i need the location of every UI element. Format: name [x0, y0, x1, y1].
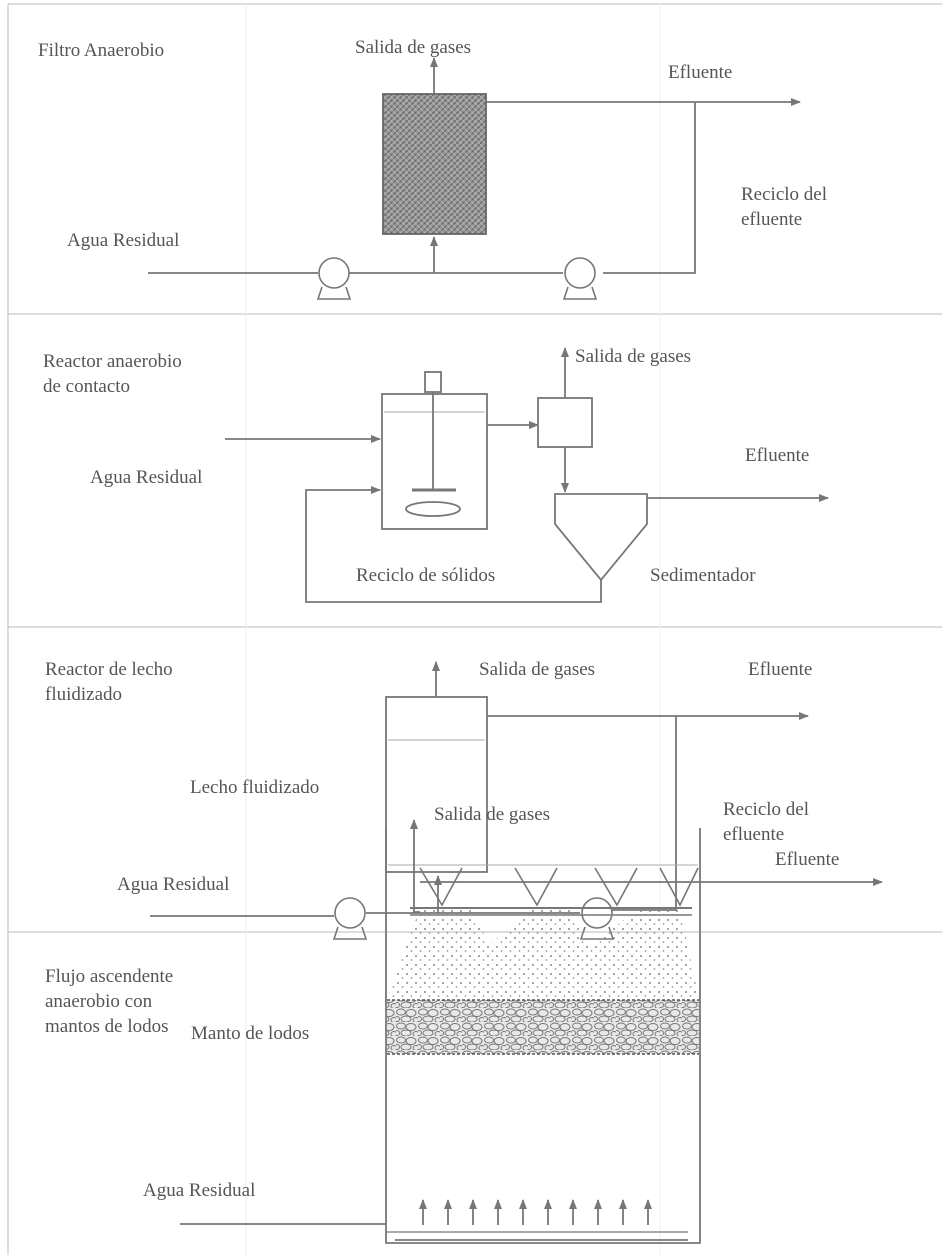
- fluidized-bed-column: [385, 696, 488, 873]
- mixer-motor: [424, 371, 442, 393]
- panel-title-line: Reactor anaerobio: [43, 351, 182, 372]
- gas-outlet-label: Salida de gases: [355, 37, 472, 58]
- uasb-reactor-walls: [385, 828, 701, 1244]
- effluent-recycle-line: [601, 716, 677, 911]
- panel-title-line: de contacto: [43, 376, 131, 397]
- panel-contact-reactor: [225, 347, 829, 603]
- recycle-label-line: Reciclo del: [741, 184, 827, 205]
- effluent-label: Efluente: [748, 659, 813, 680]
- sludge-dots: [387, 908, 699, 1000]
- pump-icon: [317, 257, 351, 300]
- settler-label: Sedimentador: [650, 565, 756, 586]
- sludge-blanket: [387, 1000, 699, 1054]
- influent-label: Agua Residual: [67, 230, 180, 251]
- gas-outlet-label: Salida de gases: [434, 804, 551, 825]
- panel-fluidized-bed: [150, 661, 809, 940]
- recycle-label-line: Reciclo del: [723, 799, 809, 820]
- pump-icon: [333, 897, 367, 940]
- pump-icon: [563, 257, 597, 300]
- recycle-label-line: efluente: [741, 209, 803, 230]
- effluent-label: Efluente: [668, 62, 733, 83]
- solids-recycle-label: Reciclo de sólidos: [356, 565, 496, 586]
- recycle-label: Reciclo del efluente: [723, 797, 809, 847]
- mixing-arrow: [405, 501, 461, 517]
- settler-tank: [554, 493, 648, 582]
- effluent-label: Efluente: [775, 849, 840, 870]
- influent-label: Agua Residual: [117, 874, 230, 895]
- panel-title-line: Reactor de lecho: [45, 659, 173, 680]
- influent-label: Agua Residual: [143, 1180, 256, 1201]
- panel-uasb: [180, 819, 883, 1244]
- panel-title-line: Flujo ascendente: [45, 966, 174, 987]
- fluidized-bed-label: Lecho fluidizado: [190, 777, 320, 798]
- panel-anaerobic-filter: [148, 57, 801, 300]
- recycle-label-line: efluente: [723, 824, 785, 845]
- gas-outlet-label: Salida de gases: [479, 659, 596, 680]
- contact-reactor-tank: [381, 393, 488, 530]
- panel-title-line: anaerobio con: [45, 991, 153, 1012]
- recycle-label: Reciclo del efluente: [741, 182, 827, 232]
- panel-title-line: mantos de lodos: [45, 1016, 169, 1037]
- sludge-blanket-label: Manto de lodos: [191, 1023, 310, 1044]
- gas-collection-pipe: [413, 854, 420, 913]
- upflow-arrows: [419, 1199, 652, 1225]
- gas-separator-hoods: [419, 867, 463, 907]
- filter-media-tank: [382, 93, 487, 235]
- panel-title: Reactor de lecho fluidizado: [45, 657, 173, 707]
- panel-title: Reactor anaerobio de contacto: [43, 349, 182, 399]
- effluent-label: Efluente: [745, 445, 810, 466]
- solids-recycle-line: [305, 486, 602, 603]
- effluent-recycle-line: [603, 102, 696, 274]
- panel-title-line: fluidizado: [45, 684, 123, 705]
- panel-title: Flujo ascendente anaerobio con mantos de…: [45, 964, 173, 1039]
- gas-outlet-label: Salida de gases: [575, 346, 692, 367]
- degasifier-box: [537, 397, 593, 448]
- influent-label: Agua Residual: [90, 467, 203, 488]
- panel-title: Filtro Anaerobio: [38, 40, 165, 61]
